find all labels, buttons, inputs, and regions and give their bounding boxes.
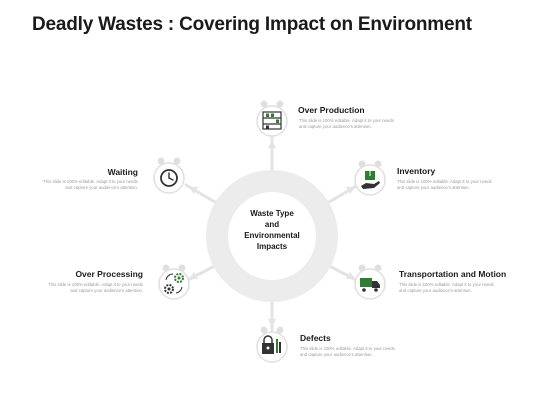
clock-icon <box>160 169 178 187</box>
over-production-title: Over Production <box>298 105 365 115</box>
transportation-desc: This slide is 100% editable. Adapt it to… <box>399 282 494 293</box>
gears-cycle-icon <box>164 273 184 294</box>
arrow-waiting <box>189 187 198 194</box>
hand-box-icon <box>361 171 380 189</box>
waiting-desc: This slide is 100% editable. Adapt it to… <box>43 179 138 190</box>
delivery-truck-icon <box>360 278 380 292</box>
over-processing-title: Over Processing <box>75 269 143 279</box>
arrow-over-production <box>268 140 276 148</box>
hub-line-1: Waste Type <box>250 209 294 218</box>
hub-label: Waste Type and Environmental Impacts <box>236 208 308 252</box>
page-title: Deadly Wastes : Covering Impact on Envir… <box>32 14 472 35</box>
warehouse-shelves-icon <box>262 111 282 130</box>
inventory-desc: This slide is 100% editable. Adapt it to… <box>397 179 492 190</box>
defects-desc: This slide is 100% editable. Adapt it to… <box>300 346 395 357</box>
waiting-title: Waiting <box>107 167 138 177</box>
transportation-title: Transportation and Motion <box>399 269 507 279</box>
hub-inner-ring <box>228 192 316 280</box>
arrow-transportation <box>346 272 355 279</box>
defects-title: Defects <box>300 333 331 343</box>
arrow-defects <box>268 319 276 327</box>
over-production-desc: This slide is 100% editable. Adapt it to… <box>299 118 394 129</box>
over-processing-desc: This slide is 100% editable. Adapt it to… <box>48 282 143 293</box>
hub-line-4: Impacts <box>256 242 288 251</box>
hub-line-2: and <box>264 220 280 229</box>
lock-tools-icon <box>262 335 281 354</box>
arrow-over-processing <box>189 272 198 279</box>
arrow-inventory <box>346 187 355 194</box>
inventory-title: Inventory <box>397 166 436 176</box>
node-circle-over-processing <box>158 264 190 300</box>
hub-line-3: Environmental <box>244 231 300 240</box>
